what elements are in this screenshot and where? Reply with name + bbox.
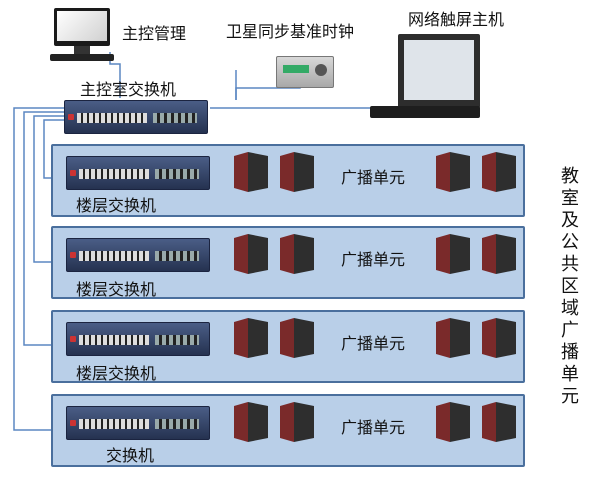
side-title-char: 教: [561, 166, 579, 187]
computer-icon: [48, 8, 116, 64]
speaker-icon: [436, 402, 470, 442]
broadcast-unit-label: 广播单元: [341, 334, 406, 353]
broadcast-unit-label: 广播单元: [341, 250, 406, 269]
side-title-char: 单: [561, 364, 579, 385]
side-title-char: 域: [561, 298, 579, 319]
main-switch-label: 主控室交换机: [80, 80, 177, 99]
broadcast-unit-label: 广播单元: [341, 168, 406, 187]
floor-switch-4: [66, 406, 210, 440]
side-title-char: 播: [561, 342, 579, 363]
panel-switch-label: 楼层交换机: [76, 280, 157, 299]
speaker-icon: [234, 234, 268, 274]
side-title-char: 及: [561, 210, 579, 231]
floor-switch-2: [66, 238, 210, 272]
speaker-icon: [234, 402, 268, 442]
speaker-icon: [234, 318, 268, 358]
control-mgmt-label: 主控管理: [122, 24, 187, 43]
side-title-char: 区: [561, 276, 579, 297]
side-title-char: 共: [561, 254, 579, 275]
speaker-icon: [234, 152, 268, 192]
speaker-icon: [482, 152, 516, 192]
speaker-icon: [436, 234, 470, 274]
side-title-char: 广: [561, 320, 579, 341]
sat-clock-label: 卫星同步基准时钟: [226, 22, 355, 41]
side-title-char: 室: [561, 188, 579, 209]
speaker-icon: [482, 234, 516, 274]
speaker-icon: [436, 318, 470, 358]
satellite-clock-device: [276, 56, 334, 88]
panel-switch-label: 交换机: [106, 446, 155, 465]
floor-switch-3: [66, 322, 210, 356]
side-title: 教 室 及 公 共 区 域 广 播 单 元: [560, 166, 580, 408]
speaker-icon: [482, 318, 516, 358]
speaker-icon: [280, 234, 314, 274]
touch-host-device: [370, 34, 480, 120]
panel-switch-label: 楼层交换机: [76, 364, 157, 383]
speaker-icon: [482, 402, 516, 442]
speaker-icon: [280, 402, 314, 442]
speaker-icon: [436, 152, 470, 192]
side-title-char: 公: [561, 232, 579, 253]
floor-switch-1: [66, 156, 210, 190]
speaker-icon: [280, 152, 314, 192]
panel-switch-label: 楼层交换机: [76, 196, 157, 215]
main-switch-device: [64, 100, 208, 134]
side-title-char: 元: [561, 386, 579, 407]
broadcast-unit-label: 广播单元: [341, 418, 406, 437]
speaker-icon: [280, 318, 314, 358]
touch-host-label: 网络触屏主机: [408, 10, 505, 29]
